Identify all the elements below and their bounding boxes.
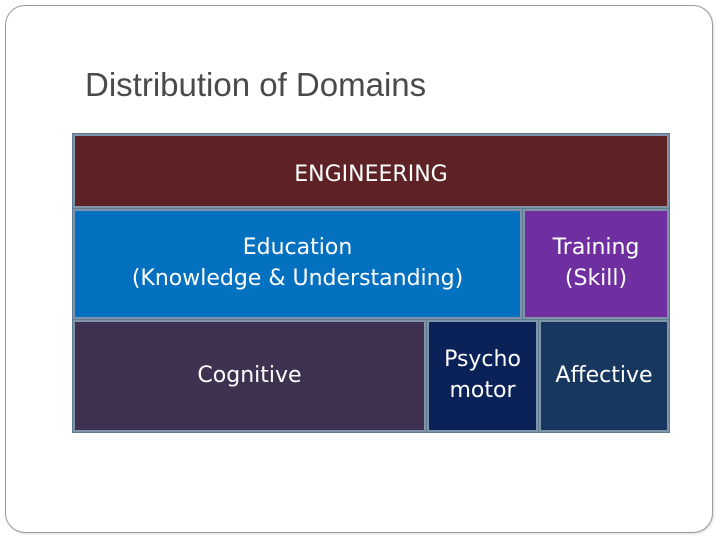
cognitive-block: Cognitive (73, 320, 426, 432)
domains-diagram: ENGINEERING Education (Knowledge & Under… (72, 133, 670, 433)
education-block: Education (Knowledge & Understanding) (73, 209, 522, 319)
engineering-block: ENGINEERING (73, 134, 669, 208)
slide-title: Distribution of Domains (85, 66, 427, 103)
affective-block: Affective (539, 320, 669, 432)
training-block: Training (Skill) (523, 209, 669, 319)
psychomotor-block: Psycho motor (427, 320, 538, 432)
